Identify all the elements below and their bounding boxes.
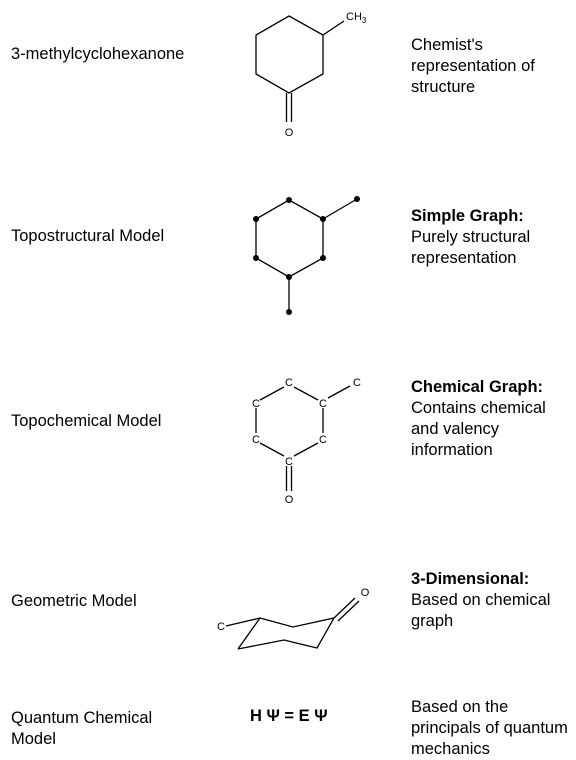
carbon-label: C xyxy=(217,621,225,633)
graph-vertex xyxy=(286,197,292,203)
model-label-chemist: 3-methylcyclohexanone xyxy=(11,45,185,63)
description-text: Purely structural representation xyxy=(411,228,531,267)
graph-vertex xyxy=(286,274,292,280)
carbon-label: C xyxy=(252,398,260,410)
chemical-graph-bonds xyxy=(255,385,351,491)
schrodinger-equation: H Ψ = E Ψ xyxy=(250,707,328,725)
oxygen-label: O xyxy=(285,127,294,139)
graph-vertex xyxy=(320,216,326,222)
carbon-label: C xyxy=(319,434,327,446)
model-label-geometric: Geometric Model xyxy=(11,592,137,610)
description-topochemical: Chemical Graph: Contains chemical and va… xyxy=(411,377,576,461)
description-geometric: 3-Dimensional: Based on chemical graph xyxy=(411,569,576,632)
model-label-topochemical: Topochemical Model xyxy=(11,412,162,430)
methyl-bond xyxy=(322,20,345,36)
graph-vertex xyxy=(354,196,360,202)
description-heading: Simple Graph: xyxy=(411,207,524,225)
description-heading: 3-Dimensional: xyxy=(411,570,530,588)
cyclohexane-ring xyxy=(255,15,324,94)
description-text: Chemist's representation of structure xyxy=(411,36,535,96)
oxygen-label: O xyxy=(361,587,370,599)
graph-vertex xyxy=(253,255,259,261)
model-label-quantum: Quantum Chemical Model xyxy=(11,709,153,748)
carbon-label: C xyxy=(353,377,361,389)
skeletal-structure xyxy=(255,15,345,122)
description-text: Based on the principals of quantum mecha… xyxy=(411,698,568,758)
model-label-topostructural: Topostructural Model xyxy=(11,227,165,245)
description-quantum: Based on the principals of quantum mecha… xyxy=(411,697,576,760)
graph-edge xyxy=(322,198,358,220)
methyl-label: CH3 xyxy=(346,11,367,25)
graph-vertex xyxy=(253,216,259,222)
substituent-bond xyxy=(225,617,261,627)
carbon-label: C xyxy=(285,377,293,389)
oxygen-label: O xyxy=(285,494,294,506)
graph-vertex xyxy=(320,255,326,261)
description-text: Contains chemical and valency informatio… xyxy=(411,399,546,459)
carbon-label: C xyxy=(252,434,260,446)
description-text: Based on chemical graph xyxy=(411,591,551,630)
chair-conformation xyxy=(225,597,360,650)
carbonyl-bond xyxy=(337,600,360,622)
chair-ring xyxy=(237,617,336,650)
simple-graph xyxy=(255,198,358,312)
description-chemist: Chemist's representation of structure xyxy=(411,35,576,98)
carbonyl-bond xyxy=(333,597,356,619)
carbon-label: C xyxy=(285,456,293,468)
description-topostructural: Simple Graph: Purely structural represen… xyxy=(411,206,576,269)
carbon-label: C xyxy=(319,398,327,410)
graph-vertices xyxy=(253,196,360,315)
graph-ring xyxy=(255,199,324,278)
graph-vertex xyxy=(286,309,292,315)
description-heading: Chemical Graph: xyxy=(411,378,544,396)
